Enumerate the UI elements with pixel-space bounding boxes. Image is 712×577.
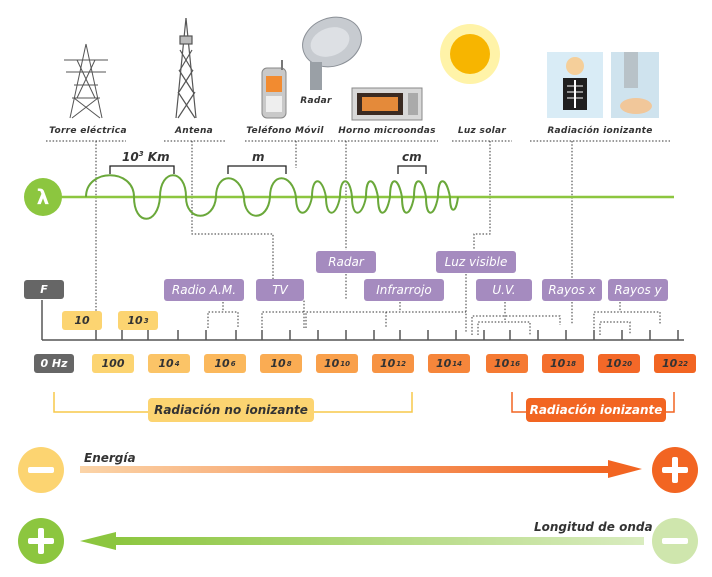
wavelength-cm-label: cm — [402, 150, 422, 164]
lower-tick: 0 Hz — [34, 354, 74, 373]
tick-exp: 12 — [396, 359, 407, 368]
antenna-icon — [175, 17, 197, 119]
tick-exp: 8 — [286, 359, 292, 368]
tick-base: 10 — [435, 357, 452, 370]
wavelength-minus-icon — [652, 518, 698, 564]
microwave-icon — [351, 87, 423, 121]
band-radio-am: Radio A.M. — [164, 279, 244, 301]
radar-dish-icon — [302, 16, 362, 90]
xray-icon — [547, 52, 659, 118]
tick-exp: 22 — [678, 359, 689, 368]
tick-exp: 14 — [452, 359, 463, 368]
band-tv: TV — [256, 279, 304, 301]
tick-exp: 20 — [622, 359, 633, 368]
wavelength-m-label: m — [252, 150, 265, 164]
lambda-badge: λ — [24, 178, 62, 216]
wave-path — [85, 174, 459, 220]
frequency-axis — [41, 300, 684, 341]
tick-base: 10 — [270, 357, 286, 370]
tick-base: 10 — [661, 357, 678, 370]
tick-base: 0 Hz — [40, 357, 68, 370]
tick-base: 10 — [323, 357, 340, 370]
band-rayos-x: Rayos x — [542, 279, 602, 301]
source-label: Torre eléctrica — [49, 126, 127, 136]
lower-tick: 100 — [92, 354, 134, 373]
tick-exp: 16 — [510, 359, 521, 368]
tick-base: 10 — [549, 357, 566, 370]
band-rayos-y: Rayos y — [608, 279, 668, 301]
tick-exp: 18 — [566, 359, 577, 368]
source-label: Horno microondas — [338, 126, 436, 136]
frequency-badge: F — [24, 280, 64, 299]
tick-base: 10 — [379, 357, 396, 370]
wavelength-arrow — [80, 532, 644, 550]
band-luz-visible: Luz visible — [436, 251, 516, 273]
km-base: 10 — [122, 150, 139, 164]
band-radar: Radar — [316, 251, 376, 273]
tick-exp: 3 — [143, 316, 149, 325]
energy-plus-icon — [652, 447, 698, 493]
tick-exp: 6 — [230, 359, 236, 368]
tick-base: 10 — [158, 357, 174, 370]
tick-base: 10 — [74, 314, 90, 327]
tick-base: 100 — [101, 357, 125, 370]
source-label: Luz solar — [457, 126, 507, 136]
wavelength-plus-icon — [18, 518, 64, 564]
sun-icon — [440, 24, 500, 84]
source-label: Radiación ionizante — [547, 126, 653, 136]
km-unit: Km — [147, 150, 170, 164]
energy-label: Energía — [84, 451, 136, 465]
non-ionizing-label: Radiación no ionizante — [148, 398, 314, 422]
wavelength-label: Longitud de onda — [534, 520, 653, 534]
tick-exp: 10 — [340, 359, 351, 368]
band-infrarrojo: Infrarrojo — [364, 279, 444, 301]
mobile-phone-icon — [261, 60, 287, 119]
connectors — [95, 141, 661, 335]
upper-tick: 10 — [62, 311, 102, 330]
source-label: Antena — [174, 126, 214, 136]
tick-base: 10 — [493, 357, 510, 370]
source-label: Teléfono Móvil — [246, 126, 324, 136]
energy-minus-icon — [18, 447, 64, 493]
tick-exp: 4 — [174, 359, 180, 368]
band-uv: U.V. — [476, 279, 532, 301]
power-tower-icon — [64, 43, 108, 119]
tick-base: 10 — [605, 357, 622, 370]
wavelength-brackets — [109, 165, 427, 174]
wavelength-km-label: 103 Km — [122, 150, 170, 164]
energy-arrow — [80, 460, 642, 478]
km-exp: 3 — [138, 150, 144, 158]
ionizing-label: Radiación ionizante — [526, 398, 666, 422]
source-label: Radar — [300, 96, 332, 106]
tick-base: 10 — [214, 357, 230, 370]
tick-base: 10 — [127, 314, 143, 327]
